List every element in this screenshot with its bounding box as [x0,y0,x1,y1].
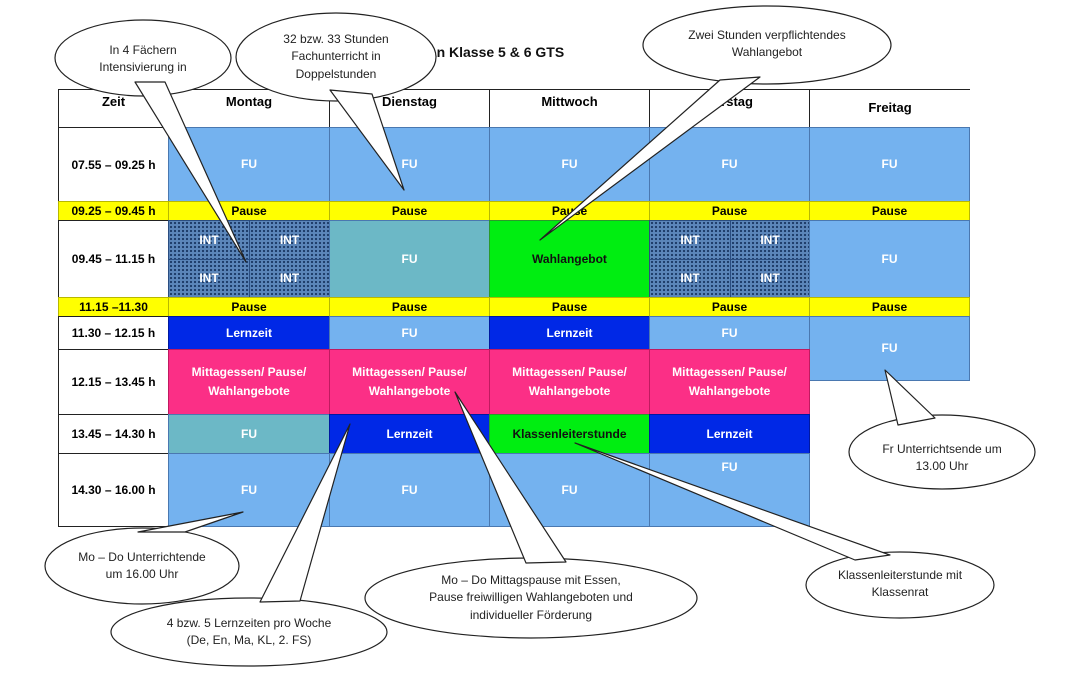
header-zeit: Zeit [58,89,169,128]
pause-fr-2: Pause [809,297,970,317]
cell-mo-6: FU [168,453,330,527]
cell-do-1: FU [649,127,810,202]
int-do-4: INT [730,259,810,298]
cell-mi-6: FU [489,453,650,527]
pause-mi-2: Pause [489,297,650,317]
time-slot-6: 14.30 – 16.00 h [58,453,169,527]
cell-mi-1: FU [489,127,650,202]
cell-do-4: Mittagessen/ Pause/ Wahlangebote [649,349,810,415]
cell-di-2: FU [329,220,490,298]
cell-do-5: Lernzeit [649,414,810,454]
cell-mo-5: FU [168,414,330,454]
cell-mi-4: Mittagessen/ Pause/ Wahlangebote [489,349,650,415]
pause-do-1: Pause [649,201,810,221]
cell-mo-1: FU [168,127,330,202]
mittag-line-1: Mittagessen/ Pause/ [512,365,627,380]
cell-mi-2: Wahlangebot [489,220,650,298]
schedule-title: enplan Klasse 5 & 6 GTS [400,44,565,60]
int-do-1: INT [649,220,731,260]
mittag-line-2: Wahlangebote [528,384,611,398]
pause-di-2: Pause [329,297,490,317]
int-do-2: INT [730,220,810,260]
cell-fr-2: FU [809,220,970,298]
pause-mo-1: Pause [168,201,330,221]
header-montag: Montag [168,89,330,128]
cell-di-3: FU [329,316,490,350]
mittag-line-2: Wahlangebote [688,384,771,398]
time-break-2: 11.15 –11.30 [58,297,169,317]
cell-di-1: FU [329,127,490,202]
cell-mo-4: Mittagessen/ Pause/ Wahlangebote [168,349,330,415]
pause-mi-1: Pause [489,201,650,221]
cell-mi-5: Klassenleiterstunde [489,414,650,454]
int-do-3: INT [649,259,731,298]
cell-mo-3: Lernzeit [168,316,330,350]
cell-fr-1: FU [809,127,970,202]
callout-lernzeiten-text: 4 bzw. 5 Lernzeiten pro Woche(De, En, Ma… [166,616,332,648]
cell-di-5: Lernzeit [329,414,490,454]
mittag-line-1: Mittagessen/ Pause/ [352,365,467,380]
pause-di-1: Pause [329,201,490,221]
int-mo-1: INT [168,220,250,260]
pause-fr-1: Pause [809,201,970,221]
header-donnerstag: nerstag [649,89,810,128]
cell-fr-3: FU [809,316,970,381]
int-mo-2: INT [249,220,330,260]
header-mittwoch: Mittwoch [489,89,650,128]
cell-di-6: FU [329,453,490,527]
header-dienstag: Dienstag [329,89,490,128]
time-slot-5: 13.45 – 14.30 h [58,414,169,454]
int-mo-3: INT [168,259,250,298]
time-slot-4: 12.15 – 13.45 h [58,349,169,415]
mittag-line-1: Mittagessen/ Pause/ [191,365,307,380]
header-freitag: Freitag [809,89,970,128]
callout-mittagspause-text: Mo – Do Mittagspause mit Essen,Pause fre… [429,573,633,622]
mittag-line-1: Mittagessen/ Pause/ [672,365,787,380]
pause-mo-2: Pause [168,297,330,317]
mittag-line-2: Wahlangebote [368,384,451,398]
time-slot-2: 09.45 – 11.15 h [58,220,169,298]
time-slot-1: 07.55 – 09.25 h [58,127,169,202]
cell-do-3: FU [649,316,810,350]
mittag-line-2: Wahlangebote [208,384,290,398]
cell-do-6: FU [649,453,810,527]
time-break-1: 09.25 – 09.45 h [58,201,169,221]
int-mo-4: INT [249,259,330,298]
time-slot-3: 11.30 – 12.15 h [58,316,169,350]
cell-mi-3: Lernzeit [489,316,650,350]
pause-do-2: Pause [649,297,810,317]
cell-di-4: Mittagessen/ Pause/ Wahlangebote [329,349,490,415]
